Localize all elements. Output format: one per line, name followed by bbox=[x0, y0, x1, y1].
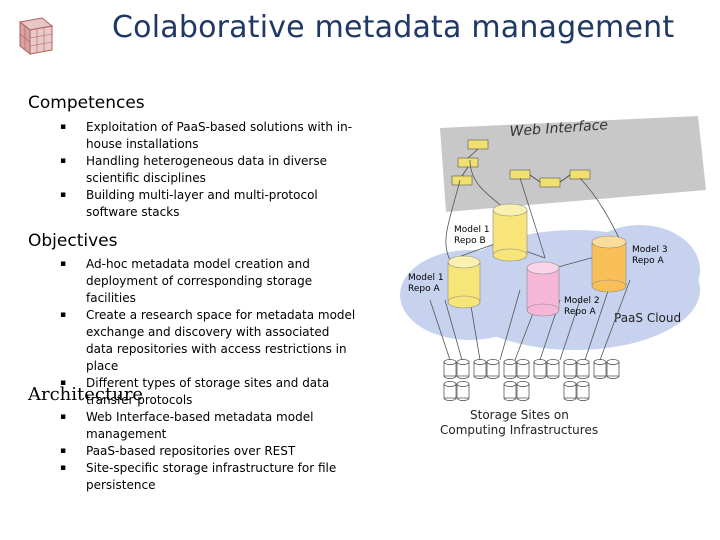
repo-label: Repo A bbox=[632, 256, 664, 266]
repo-label: Repo A bbox=[408, 284, 440, 294]
storage-cylinder bbox=[443, 381, 457, 401]
storage-cylinder bbox=[593, 359, 607, 379]
repo-label: Model 1 bbox=[454, 225, 490, 235]
storage-cylinder bbox=[533, 359, 547, 379]
objectives-list: Ad-hoc metadata model creation and deplo… bbox=[60, 256, 360, 409]
paas-cloud-label: PaaS Cloud bbox=[614, 311, 681, 325]
competences-list: Exploitation of PaaS-based solutions wit… bbox=[60, 119, 360, 221]
ui-box bbox=[467, 139, 489, 150]
storage-cylinder bbox=[606, 359, 620, 379]
section-heading-competences: Competences bbox=[28, 93, 145, 113]
web-interface-label: Web Interface bbox=[509, 117, 608, 140]
repo-cylinder-model1-repoA bbox=[447, 255, 481, 309]
repo-cylinder-model3-repoA bbox=[591, 235, 627, 293]
storage-cylinder bbox=[546, 359, 560, 379]
list-item: Exploitation of PaaS-based solutions wit… bbox=[60, 119, 360, 153]
architecture-diagram: Web Interface PaaS Cloud Model 1 Repo B bbox=[400, 116, 706, 437]
storage-cylinder bbox=[473, 359, 487, 379]
ui-box bbox=[539, 177, 561, 188]
storage-cylinder bbox=[516, 359, 530, 379]
page-title: Colaborative metadata management bbox=[112, 10, 675, 45]
list-item: Handling heterogeneous data in diverse s… bbox=[60, 153, 360, 187]
repo-label: Model 3 bbox=[632, 245, 668, 255]
repo-label: Model 2 bbox=[564, 296, 600, 306]
list-item: Web Interface-based metadata model manag… bbox=[60, 409, 360, 443]
repo-cylinder-model2-repoA bbox=[526, 261, 560, 317]
ui-box bbox=[451, 175, 473, 186]
list-item: Different types of storage sites and dat… bbox=[60, 375, 360, 409]
storage-cylinder bbox=[503, 359, 517, 379]
storage-sites-label: Computing Infrastructures bbox=[440, 423, 598, 437]
ui-connector bbox=[461, 148, 571, 183]
ui-box bbox=[569, 169, 591, 180]
storage-cylinder bbox=[563, 359, 577, 379]
storage-cylinder bbox=[563, 381, 577, 401]
storage-cylinder bbox=[516, 381, 530, 401]
repo-cylinder-model1-repoB bbox=[492, 203, 528, 262]
list-item: Site-specific storage infrastructure for… bbox=[60, 460, 360, 494]
section-heading-objectives: Objectives bbox=[28, 231, 118, 251]
storage-cylinder bbox=[576, 359, 590, 379]
web-interface-panel bbox=[440, 116, 706, 212]
list-item: Ad-hoc metadata model creation and deplo… bbox=[60, 256, 360, 307]
section-heading-architecture: Architecture bbox=[28, 384, 144, 405]
list-item: Building multi-layer and multi-protocol … bbox=[60, 187, 360, 221]
architecture-list: Web Interface-based metadata model manag… bbox=[60, 409, 360, 494]
storage-cylinder bbox=[503, 381, 517, 401]
storage-cylinder bbox=[576, 381, 590, 401]
storage-cylinder bbox=[486, 359, 500, 379]
storage-cylinder bbox=[443, 359, 457, 379]
list-item: Create a research space for metadata mod… bbox=[60, 307, 360, 375]
repo-label: Repo A bbox=[564, 307, 596, 317]
ui-box bbox=[509, 169, 531, 180]
repo-label: Repo B bbox=[454, 236, 486, 246]
storage-cylinder bbox=[456, 359, 470, 379]
storage-sites-label: Storage Sites on bbox=[470, 408, 569, 422]
storage-cylinder bbox=[456, 381, 470, 401]
ui-box bbox=[457, 157, 479, 168]
list-item: PaaS-based repositories over REST bbox=[60, 443, 360, 460]
repo-label: Model 1 bbox=[408, 273, 444, 283]
storage-sites bbox=[443, 359, 620, 401]
logo-cube-icon bbox=[18, 17, 54, 56]
